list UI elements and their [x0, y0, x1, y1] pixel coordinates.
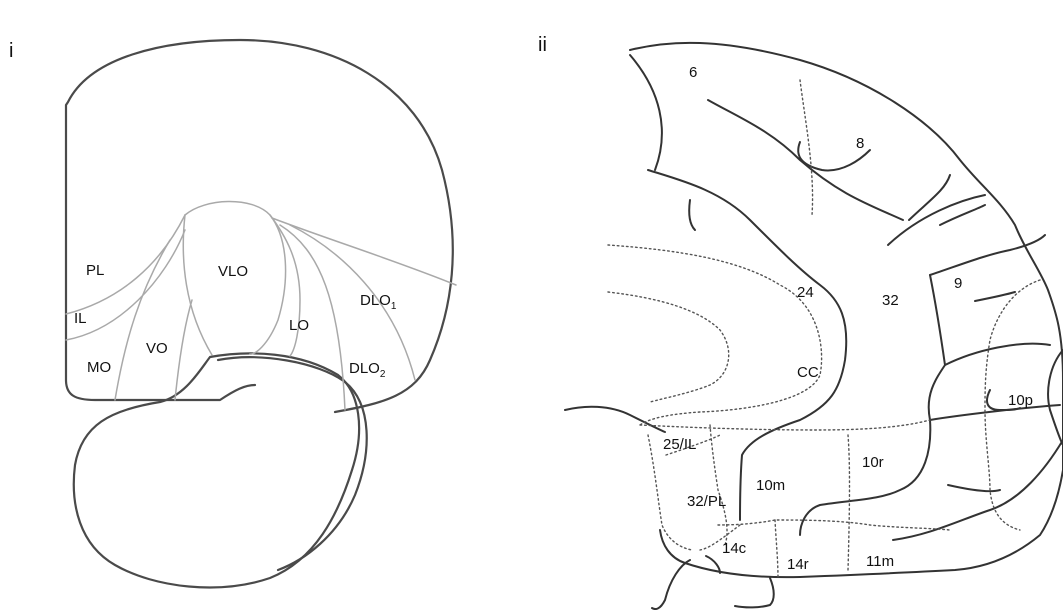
label-pl: PL [86, 262, 104, 279]
label-25il: 25/IL [663, 436, 696, 453]
label-dlo2-sub: 2 [380, 369, 386, 380]
label-11m: 11m [866, 553, 894, 570]
label-6: 6 [689, 64, 697, 81]
label-9: 9 [954, 275, 962, 292]
label-dlo2-main: DLO [349, 360, 380, 377]
label-vlo: VLO [218, 263, 248, 280]
label-mo: MO [87, 359, 111, 376]
label-32pl: 32/PL [687, 493, 726, 510]
label-dlo1-sub: 1 [391, 301, 397, 312]
label-il: IL [74, 310, 87, 327]
label-10p: 10p [1008, 392, 1033, 409]
label-dlo1-main: DLO [360, 292, 391, 309]
label-cc: CC [797, 364, 819, 381]
label-vo: VO [146, 340, 168, 357]
label-10m: 10m [756, 477, 785, 494]
label-32: 32 [882, 292, 899, 309]
label-8: 8 [856, 135, 864, 152]
label-14r: 14r [787, 556, 809, 573]
label-24: 24 [797, 284, 814, 301]
label-lo: LO [289, 317, 309, 334]
panel-i-label: i [9, 40, 13, 62]
label-14c: 14c [722, 540, 747, 557]
panel-ii-label: ii [538, 34, 547, 56]
label-10r: 10r [862, 454, 884, 471]
